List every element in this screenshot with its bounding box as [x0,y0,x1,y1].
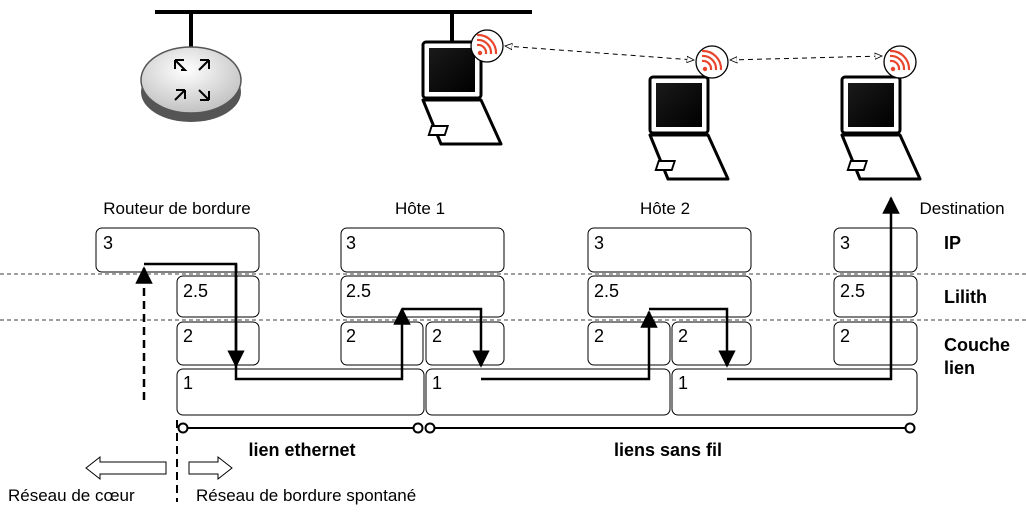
layer-number: 3 [594,233,604,253]
wifi-icon [694,44,730,80]
layer-label-link-line2: lien [944,358,975,378]
stack-wireless1-layer1 [425,368,671,416]
layer-number: 1 [183,373,193,393]
stack-host1-layer3 [340,227,505,273]
arrow-left-icon [85,455,167,481]
wireless-link [730,56,882,60]
stack-wireless2-layer1 [671,368,918,416]
node-label-border-router: Routeur de bordure [103,199,250,218]
layer-number: 2 [183,326,193,346]
arrow-right-icon [188,455,233,481]
link-endpoint [177,422,189,434]
link-endpoint [412,422,424,434]
stack-host1-layer25 [340,275,505,318]
link-label-wireless: liens sans fil [614,440,722,460]
link-label-ethernet: lien ethernet [248,440,355,460]
layer-number: 3 [346,233,356,253]
layer-number: 1 [432,373,442,393]
layer-number: 1 [678,373,688,393]
wireless-link [505,46,694,60]
router-icon [140,46,242,122]
node-label-destination: Destination [919,199,1004,218]
layer-number: 2 [678,326,688,346]
layer-number: 2.5 [594,281,619,301]
layer-number: 2.5 [183,281,208,301]
stack-dest-layer2 [833,321,918,366]
layer-number: 2.5 [840,281,865,301]
layer-number: 3 [103,233,113,253]
link-endpoint [904,422,916,434]
wifi-icon [882,44,918,80]
stack-host2-layer25 [587,275,752,318]
layer-label-ip: IP [944,233,961,253]
laptop-icon [648,75,730,181]
packet-path [481,310,658,381]
packet-path [649,307,736,368]
packet-path [402,307,490,368]
layer-label-lilith: Lilith [944,287,987,307]
stack-dest-layer3 [833,227,918,273]
packet-path [144,262,411,381]
packet-path [727,196,900,381]
layer-number: 2.5 [346,281,371,301]
link-endpoint [424,422,436,434]
layer-number: 2 [594,326,604,346]
node-label-host1: Hôte 1 [395,199,445,218]
layer-number: 2 [346,326,356,346]
laptop-icon [840,75,922,181]
stack-router-layer3 [95,227,260,273]
layer-number: 3 [840,233,850,253]
stack-host2-layer3 [587,227,752,273]
edge-network-label: Réseau de bordure spontané [196,486,416,505]
node-label-host2: Hôte 2 [640,199,690,218]
stack-ethernet-layer1 [176,368,425,416]
layer-label-link-line1: Couche [944,335,1010,355]
stack-dest-layer25 [833,275,918,318]
core-network-label: Réseau de cœur [8,486,135,505]
wifi-icon [469,28,505,64]
layer-number: 2 [432,326,442,346]
layer-number: 2 [840,326,850,346]
stack-router-layer25 [176,275,260,318]
